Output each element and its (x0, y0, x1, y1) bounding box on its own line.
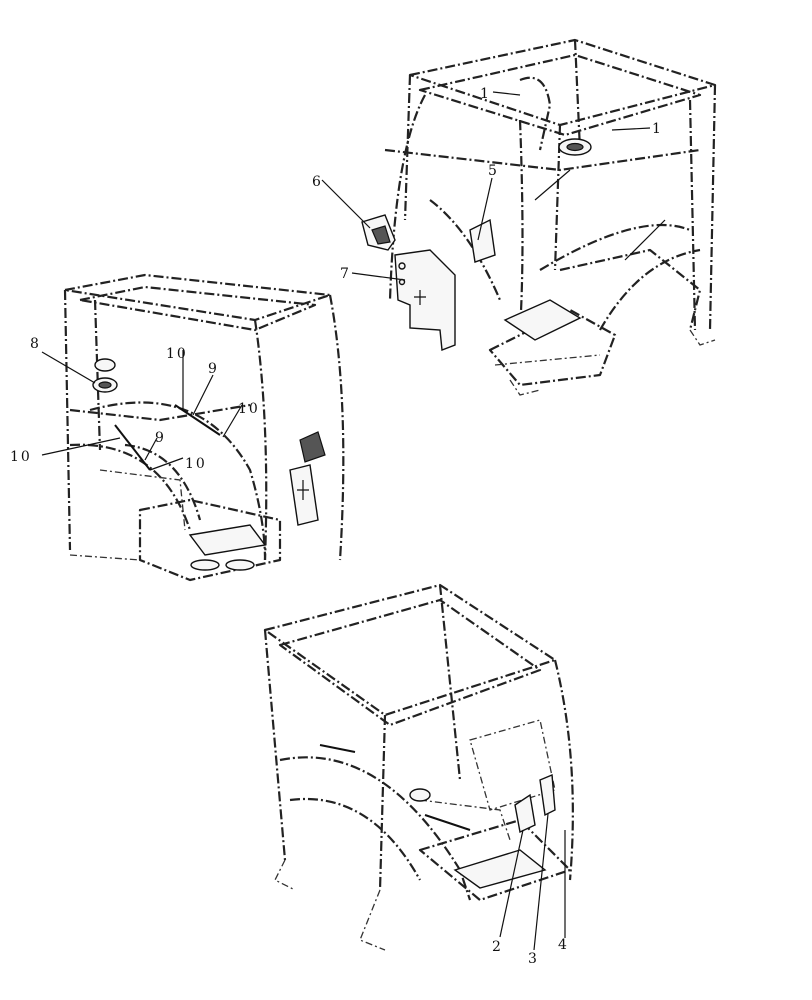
callout-2: 2 (492, 939, 503, 955)
callout-10c: 10 (10, 449, 32, 465)
callout-10a: 10 (166, 346, 188, 362)
part-7-panel (394, 249, 456, 351)
callout-9a: 9 (208, 361, 219, 377)
cab-frame-view-bottom (263, 583, 574, 951)
callout-1b: 1 (652, 121, 663, 137)
callout-8: 8 (30, 336, 41, 352)
leader-lines (41, 91, 651, 951)
cab-frame-view-middle-left (63, 273, 345, 582)
callout-10d: 10 (185, 456, 207, 472)
callout-5: 5 (488, 163, 499, 179)
callout-3: 3 (528, 951, 539, 967)
part-6-block (361, 214, 396, 251)
callout-labels: 1 1 5 6 7 8 10 9 10 9 10 10 2 3 4 (10, 86, 663, 967)
callout-7: 7 (340, 266, 351, 282)
callout-6: 6 (312, 174, 323, 190)
callout-10b: 10 (238, 401, 260, 417)
callout-1a: 1 (480, 86, 491, 102)
callout-9b: 9 (155, 430, 166, 446)
callout-4: 4 (558, 937, 569, 953)
cab-frame-view-top-right (384, 38, 717, 396)
